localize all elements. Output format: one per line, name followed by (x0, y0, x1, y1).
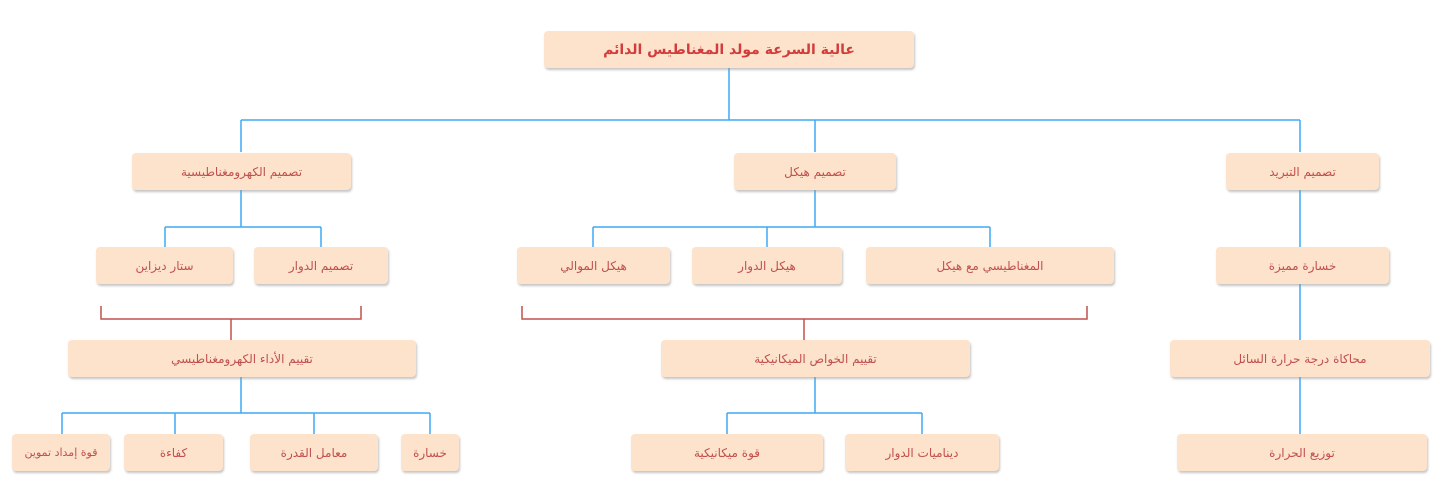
efficiency-node: كفاءة (124, 434, 223, 471)
loss-node: خسارة (401, 434, 459, 471)
connector-mech-metrics (726, 377, 923, 434)
heat-distribution-node: توزيع الحرارة (1177, 434, 1427, 471)
mechanical-strength-node: قوة ميكانيكية (631, 434, 823, 471)
bracket-em (100, 306, 362, 340)
em-evaluation-node: تقييم الأداء الكهرومغناطيسي (68, 340, 416, 377)
rotor-design-node: تصميم الدوار (254, 247, 388, 284)
stator-design-node: ستار ديزاين (96, 247, 233, 284)
structure-design-node: تصميم هيكل (734, 153, 896, 190)
characteristic-loss-node: خسارة مميزة (1216, 247, 1389, 284)
power-factor-node: معامل القدرة (250, 434, 378, 471)
connector-em (164, 190, 322, 247)
bracket-structure (521, 306, 1088, 340)
stator-structure-node: هيكل الموالي (517, 247, 670, 284)
mech-evaluation-node: تقييم الخواص الميكانيكية (661, 340, 970, 377)
rotor-structure-node: هيكل الدوار (692, 247, 842, 284)
rotor-dynamics-node: ديناميات الدوار (845, 434, 999, 471)
cooling-design-node: تصميم التبريد (1226, 153, 1379, 190)
connector-em-metrics (61, 377, 431, 434)
power-supply-node: قوة إمداد تموين (12, 434, 110, 471)
fluid-temperature-node: محاكاة درجة حرارة السائل (1170, 340, 1430, 377)
root-node: عالية السرعة مولد المغناطيس الدائم (544, 31, 914, 68)
connector-structure (592, 190, 991, 247)
connector-root (240, 68, 1301, 152)
em-design-node: تصميم الكهرومغناطيسية (132, 153, 351, 190)
magnet-structure-node: المغناطيسي مع هيكل (866, 247, 1114, 284)
